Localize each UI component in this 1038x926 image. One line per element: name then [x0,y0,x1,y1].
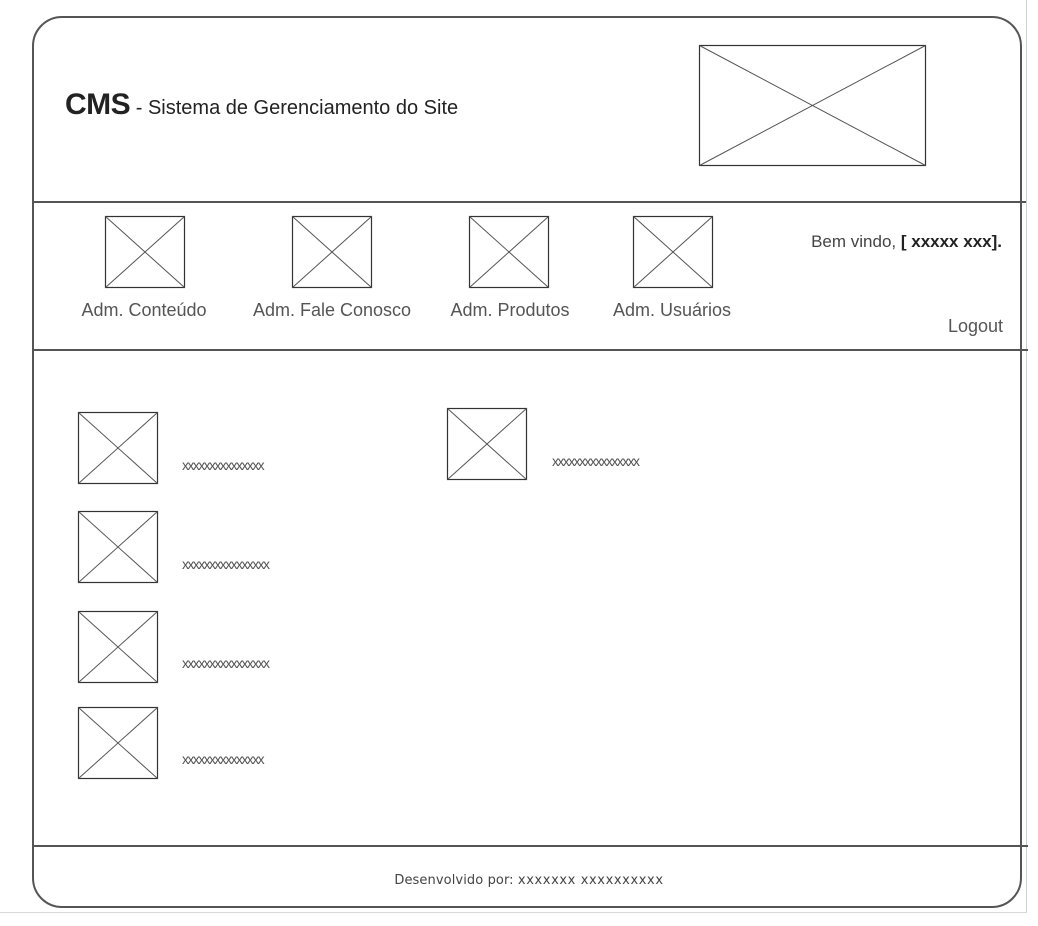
title-acronym: CMS [65,88,131,121]
content-item-4-label[interactable]: xxxxxxxxxxxxxxxx [182,655,270,671]
footer-divider [34,845,1028,847]
title-subtitle: Sistema de Gerenciamento do Site [147,97,459,119]
nav-item-conteudo[interactable]: Adm. Conteúdo [81,300,207,320]
nav-fale-conosco-image-placeholder-icon[interactable] [291,215,373,289]
footer-credits: Desenvolvido por: xxxxxxx xxxxxxxxxx [34,873,1024,888]
content-item-2-image-placeholder-icon[interactable] [446,407,528,481]
logo-image-placeholder-icon [698,44,927,167]
canvas-bottom-edge [0,912,1027,913]
content-item-3-image-placeholder-icon[interactable] [77,510,159,584]
content-item-3-label[interactable]: xxxxxxxxxxxxxxxx [182,556,270,572]
logout-link[interactable]: Logout [947,316,1003,336]
content-item-5-label[interactable]: xxxxxxxxxxxxxxx [182,751,265,767]
nav-usuarios-image-placeholder-icon[interactable] [632,215,714,289]
content-item-5-image-placeholder-icon[interactable] [77,706,159,780]
nav-item-usuarios[interactable]: Adm. Usuários [612,300,732,320]
page-title: CMS - Sistema de Gerenciamento do Site [65,88,458,122]
welcome-message: Bem vindo, [ xxxxx xxx]. [811,232,1002,252]
footer-developer-names: xxxxxxx xxxxxxxxxx [517,873,664,888]
canvas-right-edge [1026,0,1027,912]
nav-item-fale-conosco[interactable]: Adm. Fale Conosco [252,300,412,320]
nav-conteudo-image-placeholder-icon[interactable] [104,215,186,289]
page-frame [32,16,1022,908]
welcome-user: [ xxxxx xxx]. [900,232,1002,251]
nav-item-produtos[interactable]: Adm. Produtos [450,300,570,320]
content-item-1-image-placeholder-icon[interactable] [77,411,159,485]
welcome-prefix: Bem vindo, [811,232,901,251]
nav-divider [34,349,1028,351]
footer-prefix: Desenvolvido por: [394,873,518,888]
header-divider [34,201,1026,203]
content-item-2-label[interactable]: xxxxxxxxxxxxxxxx [552,453,640,469]
title-separator: - [130,97,148,119]
content-item-4-image-placeholder-icon[interactable] [77,610,159,684]
content-item-1-label[interactable]: xxxxxxxxxxxxxxx [182,457,265,473]
nav-produtos-image-placeholder-icon[interactable] [468,215,550,289]
